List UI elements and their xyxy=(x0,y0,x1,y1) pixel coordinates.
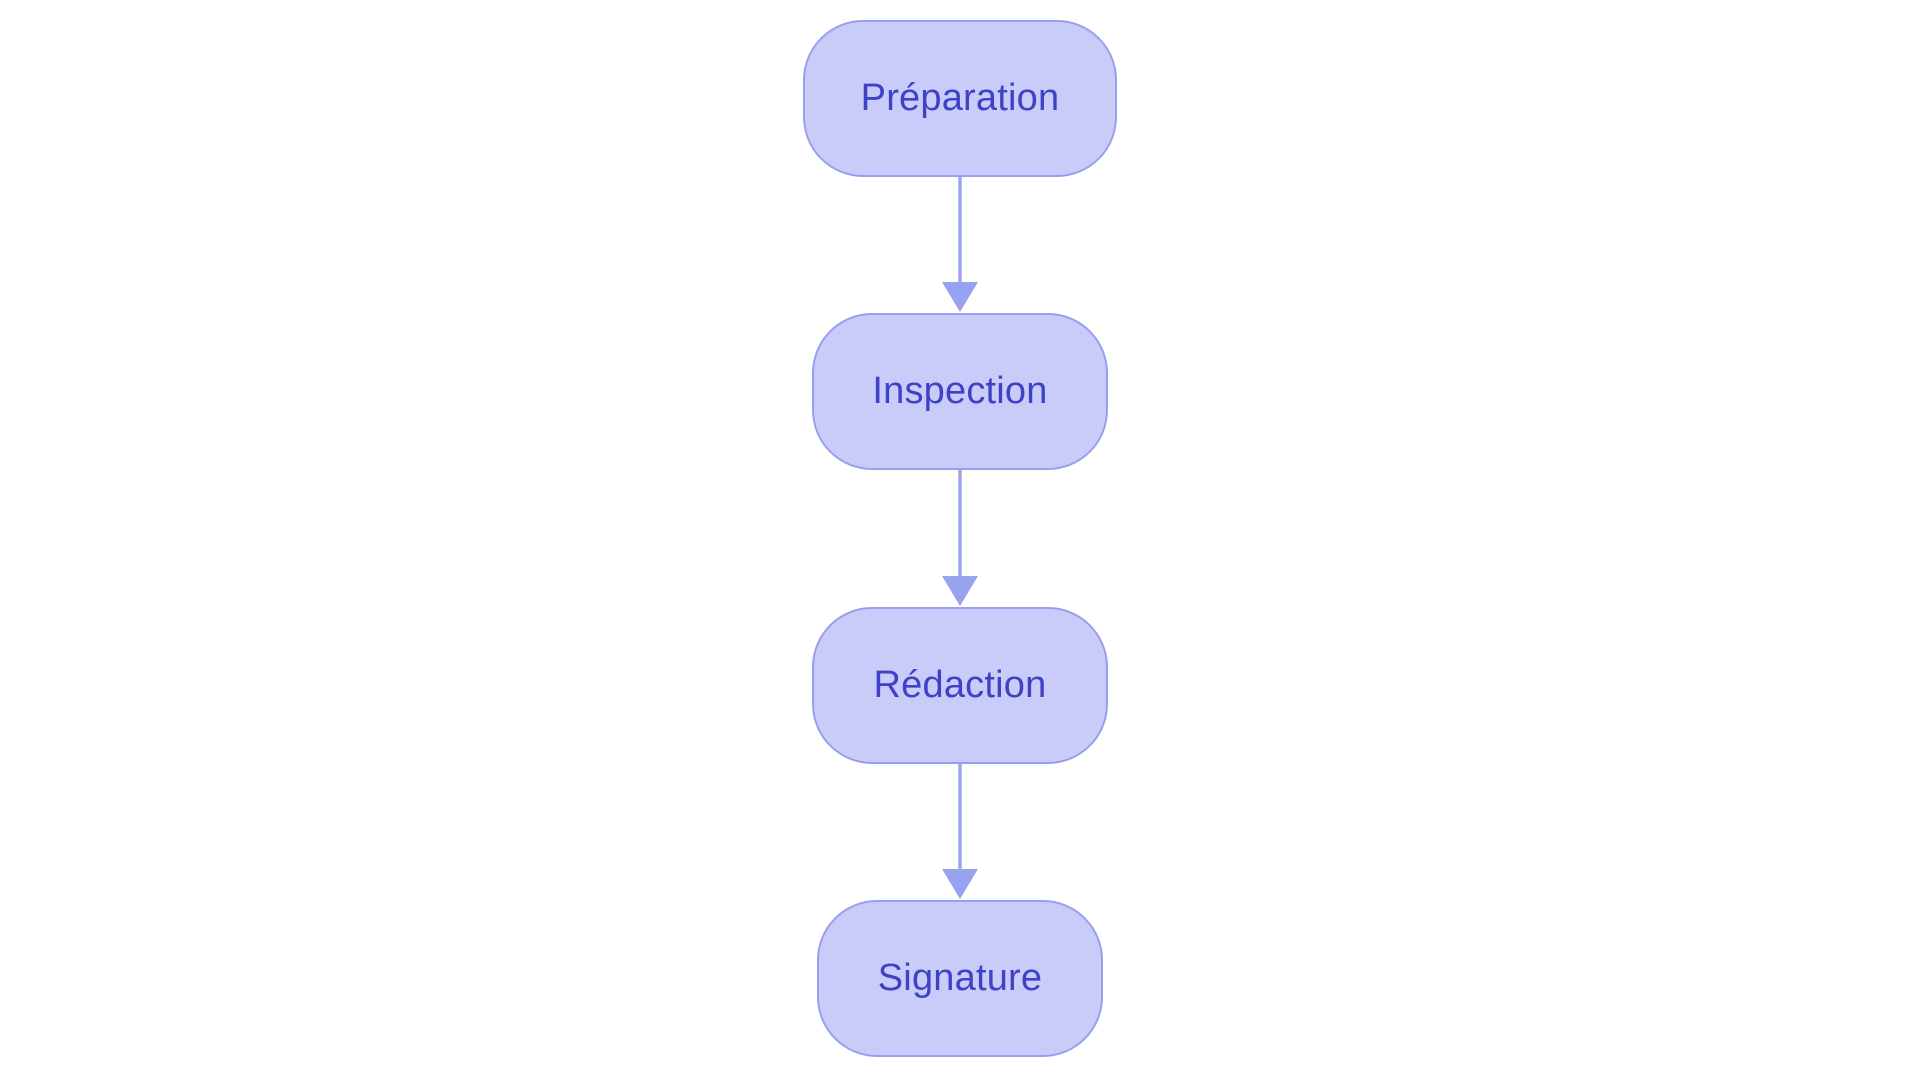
flow-node-signature: Signature xyxy=(817,900,1103,1057)
connector-redaction-signature xyxy=(942,764,978,899)
connector-preparation-inspection xyxy=(942,177,978,312)
flow-node-label: Signature xyxy=(877,957,1043,999)
flow-node-label: Préparation xyxy=(860,77,1060,119)
flow-node-label: Rédaction xyxy=(873,664,1047,706)
flow-node-inspection: Inspection xyxy=(812,313,1108,470)
flow-node-preparation: Préparation xyxy=(803,20,1117,177)
arrowhead-down-icon xyxy=(942,282,978,312)
flow-node-label: Inspection xyxy=(872,370,1048,412)
flow-node-redaction: Rédaction xyxy=(812,607,1108,764)
connector-inspection-redaction xyxy=(942,470,978,606)
arrowhead-down-icon xyxy=(942,576,978,606)
arrowhead-down-icon xyxy=(942,869,978,899)
